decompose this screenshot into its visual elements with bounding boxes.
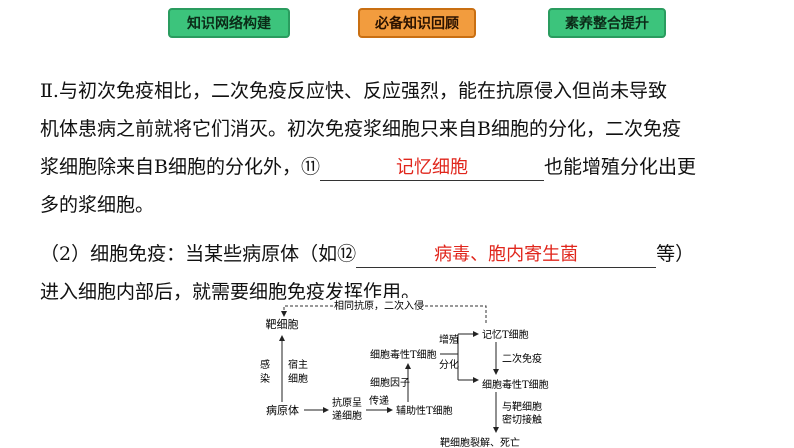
answer-blank-11[interactable]: 记忆细胞	[319, 156, 544, 181]
tab-knowledge-network[interactable]: 知识网络构建	[168, 8, 290, 38]
para2-line1-post: 等）	[656, 243, 695, 265]
node-memory-t: 记忆T细胞	[482, 328, 529, 341]
cell-immunity-diagram: 相同抗原，二次入侵 靶细胞 感 染 宿主 细胞 病原体 抗原呈 递细胞 传递 辅…	[260, 298, 549, 448]
label-host-1: 宿主	[288, 358, 308, 371]
answer-blank-12[interactable]: 病毒、胞内寄生菌	[356, 243, 657, 268]
node-apc-2: 递细胞	[332, 409, 362, 422]
para2-line1-pre: （2）细胞免疫：当某些病原体（如⑫	[40, 243, 357, 265]
para1-line2: 机体患病之前就将它们消灭。初次免疫浆细胞只来自B细胞的分化，二次免疫	[40, 118, 681, 140]
node-pathogen: 病原体	[266, 403, 299, 417]
label-secondary-immunity: 二次免疫	[502, 352, 542, 365]
paragraph-secondary-immunity: Ⅱ.与初次免疫相比，二次免疫反应快、反应强烈，能在抗原侵入但尚未导致 机体患病之…	[40, 72, 760, 224]
node-cytotoxic-t: 细胞毒性T细胞	[370, 348, 437, 361]
label-prolif-2: 分化	[439, 358, 459, 371]
label-prolif-1: 增殖	[439, 333, 459, 346]
label-transfer: 传递	[369, 394, 389, 407]
label-contact-2: 密切接触	[502, 413, 542, 426]
label-same-antigen: 相同抗原，二次入侵	[334, 299, 424, 312]
label-cytokine: 细胞因子	[370, 376, 410, 389]
node-target-lysis: 靶细胞裂解、死亡	[440, 436, 520, 448]
tab-essential-review[interactable]: 必备知识回顾	[358, 8, 476, 38]
label-host-2: 细胞	[288, 372, 308, 385]
node-cytotoxic-t2: 细胞毒性T细胞	[482, 378, 549, 391]
node-target-cell: 靶细胞	[266, 318, 299, 331]
label-infect-2: 染	[260, 372, 270, 385]
para1-line1: Ⅱ.与初次免疫相比，二次免疫反应快、反应强烈，能在抗原侵入但尚未导致	[40, 80, 667, 102]
node-apc-1: 抗原呈	[332, 396, 362, 409]
para1-line3-post: 也能增殖分化出更	[543, 156, 696, 178]
tab-literacy-integration[interactable]: 素养整合提升	[548, 8, 666, 38]
label-infect-1: 感	[260, 358, 270, 371]
para1-line3-pre: 浆细胞除来自B细胞的分化外，⑪	[40, 156, 320, 178]
node-helper-t: 辅助性T细胞	[396, 404, 453, 417]
label-contact-1: 与靶细胞	[502, 400, 542, 413]
para1-line4: 多的浆细胞。	[40, 194, 155, 216]
para2-line2: 进入细胞内部后，就需要细胞免疫发挥作用。	[40, 281, 421, 303]
